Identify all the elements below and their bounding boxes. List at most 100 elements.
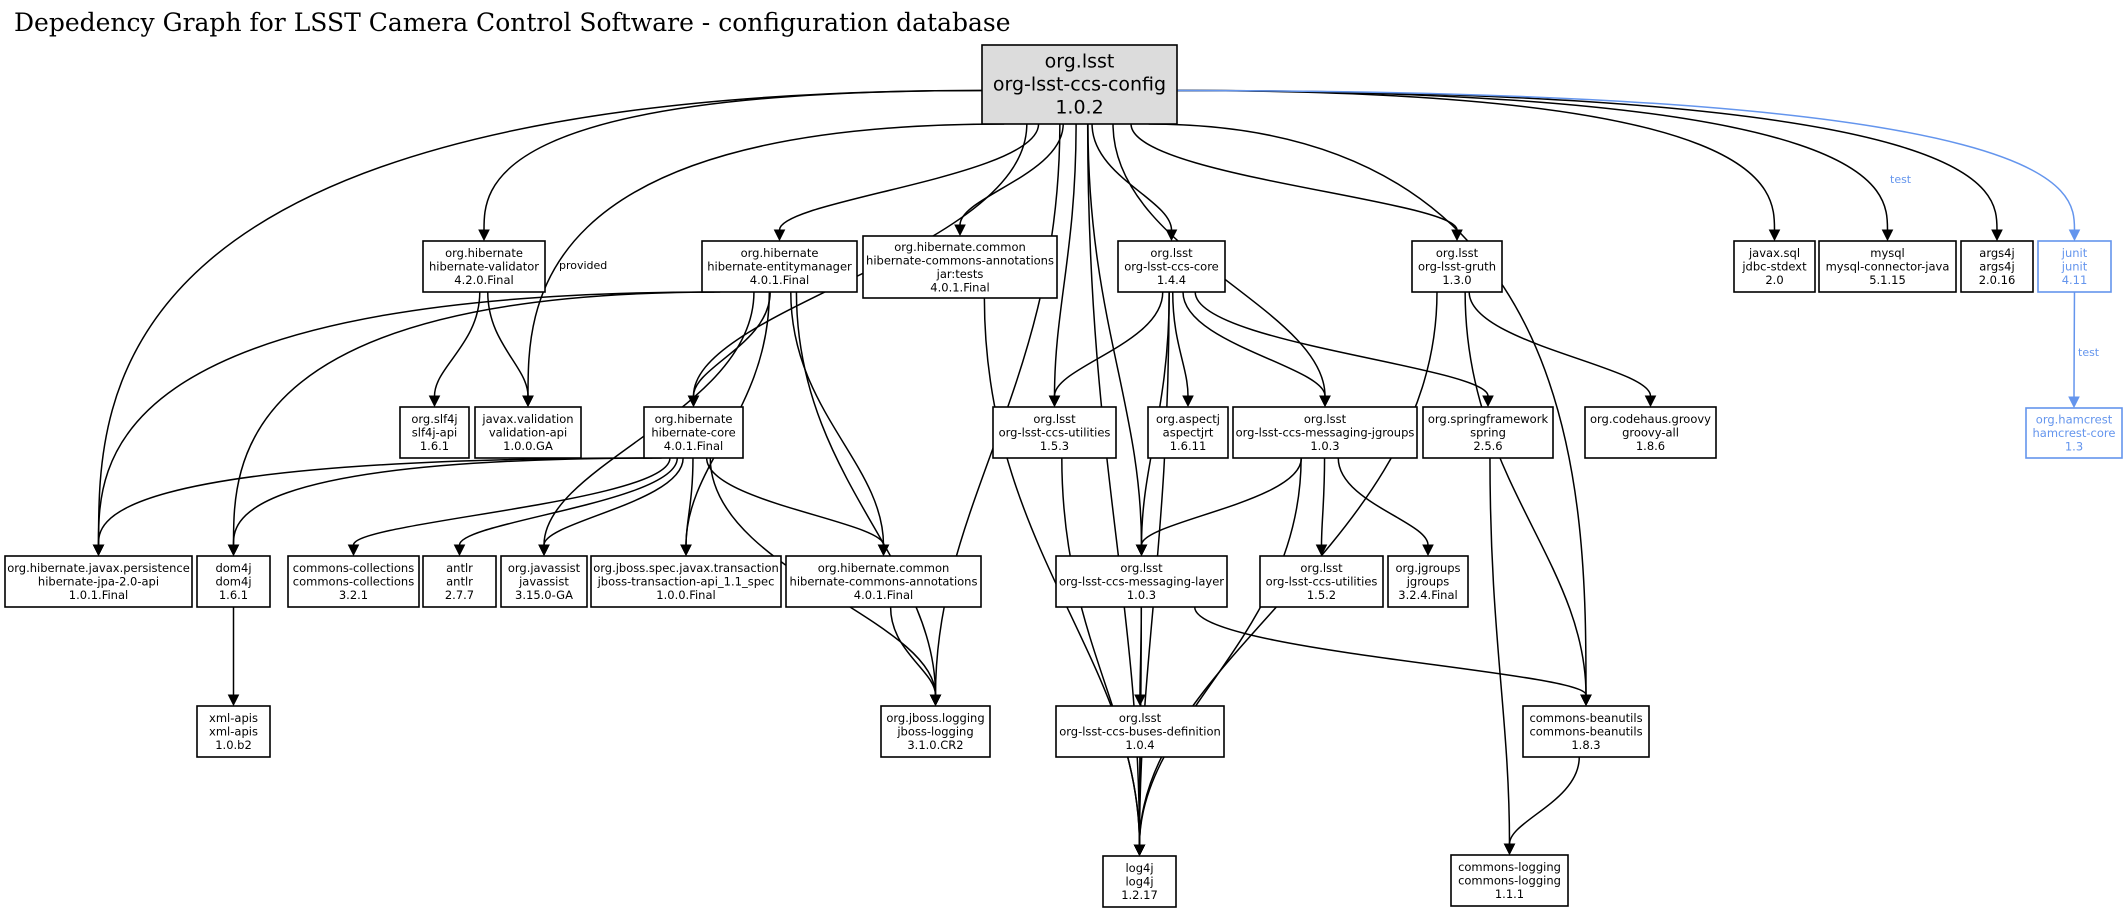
node-box [1147,406,1229,459]
node-box [500,555,588,608]
node-box [785,555,982,608]
edge-beanutils-to-clog [1503,756,1580,856]
node-box [1422,406,1554,459]
node-label-line: 1.3 [2065,440,2083,454]
arrowhead-icon [1991,229,2003,242]
edge-line [232,291,721,546]
edge-line [1320,457,1326,546]
node-jpa: org.hibernate.javax.persistencehibernate… [4,555,193,608]
node-box [2025,407,2123,459]
node-box [992,406,1117,459]
node-label-line: org.lsst [1045,51,1115,73]
node-label-line: antlr [446,575,473,589]
edge-buses-to-log4j [1133,756,1146,857]
node-label-line: org.jgroups [1395,561,1460,575]
edge-line [1176,89,1889,231]
node-label-line: hibernate-commons-annotations [866,253,1054,267]
edge-line [1140,457,1303,546]
node-label-line: groovy-all [1622,426,1679,440]
edge-msgjg-to-log4j [1133,457,1302,857]
edge-line [1464,291,1587,696]
node-label-line: 1.0.2 [1055,97,1103,119]
node-label-line: slf4j-api [412,426,457,440]
edge-dom4j-to-xmlapis [227,606,240,707]
edge-line [790,291,885,546]
node-label-line: junit [2061,260,2088,274]
node-label-line: org-lsst-ccs-messaging-jgroups [1236,426,1415,440]
edge-root-to-msglayer [1087,123,1148,557]
node-label-line: javassist [518,575,569,589]
node-hcatests: org.hibernate.commonhibernate-commons-an… [862,235,1058,299]
node-label-line: org.springframework [1428,412,1549,426]
arrowhead-icon [2068,396,2080,409]
node-label-line: commons-beanutils [1529,711,1642,725]
edge-line [1176,89,1776,231]
node-label-line: org.jboss.spec.javax.transaction [593,561,779,575]
node-label-line: 1.0.0.Final [656,588,715,602]
edge-core-to-spring [1194,291,1494,408]
edge-root-to-hval [478,89,983,242]
arrowhead-icon [1135,544,1148,557]
edge-line [1171,291,1189,397]
edge-line [1176,89,2076,231]
edge-line [483,89,983,231]
edge-hval-to-slf4j [428,291,481,408]
node-label-line: org.hibernate [741,246,819,260]
edge-line [1337,457,1429,546]
node-label-line: 3.2.1 [339,588,368,602]
node-label-line: 4.0.1.Final [750,273,809,287]
node-label-line: commons-collections [293,575,414,589]
arrowhead-icon [1048,395,1061,408]
node-label-line: org.hibernate [445,246,523,260]
edge-line [705,457,885,546]
edge-hcore-to-hca [705,457,890,557]
node-label-line: 1.0.b2 [215,738,252,752]
arrowhead-icon [2068,229,2081,242]
edge-root-to-hem [773,123,1040,242]
arrowhead-icon [1451,229,1463,242]
node-label-line: 2.5.6 [1473,439,1502,453]
node-label-line: 4.0.1.Final [664,439,723,453]
arrowhead-icon [687,395,700,408]
node-hca: org.hibernate.commonhibernate-commons-an… [785,555,982,608]
edge-line [97,291,715,546]
node-label-line: junit [2061,246,2088,260]
node-label-line: commons-logging [1458,874,1561,888]
node-label-line: javax.sql [1748,246,1800,260]
edge-hem-to-hcore [687,291,771,408]
node-box [1259,555,1384,608]
node-box [1818,240,1957,293]
node-label-line: 1.0.1.Final [69,588,128,602]
node-label-line: org.lsst [1304,412,1347,426]
arrowhead-icon [773,229,786,242]
node-label-line: org.hamcrest [2036,413,2113,427]
edge-line [458,457,679,546]
node-label-line: org.lsst [1300,561,1343,575]
arrowhead-icon [954,224,966,237]
arrowhead-icon [877,544,890,557]
arrowhead-icon [92,544,105,557]
node-box [196,705,271,758]
node-label-line: aspectjrt [1163,426,1214,440]
node-label-line: org.lsst [1436,246,1479,260]
node-label-line: xml-apis [209,725,258,739]
node-label-line: org-lsst-gruth [1418,260,1496,274]
node-label-line: hibernate-commons-annotations [790,575,978,589]
node-label-line: org.slf4j [411,412,457,426]
node-label-line: 1.0.0.GA [503,439,553,453]
node-label-line: args4j [1979,246,2014,260]
node-box [1584,406,1717,459]
node-label-line: hibernate-jpa-2.0-api [38,575,159,589]
edge-line [543,457,684,546]
edge-root-to-junit: test [1176,89,2081,242]
arrowhead-icon [1182,395,1194,408]
node-label-line: hamcrest-core [2033,426,2116,440]
edge-hcore-to-javassist [538,457,684,557]
